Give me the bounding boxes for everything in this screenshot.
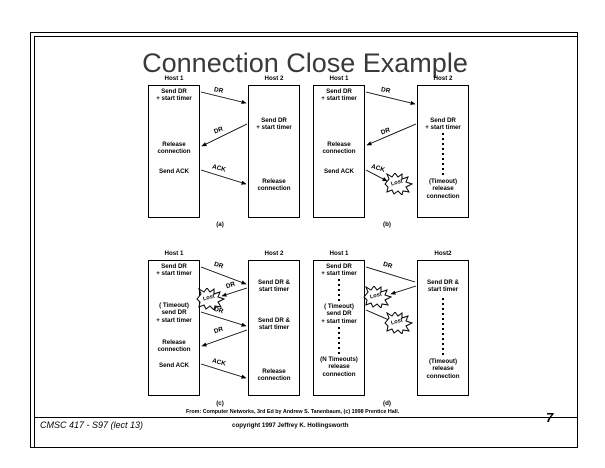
panel-d-host1-event-1: ( Timeout)send DR+ start timer: [321, 303, 357, 325]
panel-b-host1-event-2: Send ACK: [323, 168, 355, 175]
slide-frame-inner: [34, 36, 578, 448]
panel-b-host1-event-0: Send DR+ start timer: [321, 88, 357, 103]
panel-c-lost-burst: Lost: [195, 287, 226, 311]
panel-c-host2-box: [248, 260, 300, 396]
panel-b-host2-event-0: Send DR+ start timer: [425, 117, 461, 132]
panel-d-host1-timer-dots-1: [338, 327, 340, 354]
panel-a-host1-box: [148, 85, 200, 218]
panel-b-host2-label: Host 2: [433, 75, 453, 82]
panel-b-arrows: [365, 91, 417, 182]
panel-d-lost-burst-1: Lost: [383, 311, 414, 335]
panel-c-caption: (c): [216, 400, 224, 407]
panel-a-host1-event-2: Send ACK: [158, 168, 190, 175]
panel-d-host1-timer-dots-0: [338, 279, 340, 301]
panel-d-host1-event-0: Send DR+ start timer: [321, 263, 357, 278]
panel-c-host1-event-1: ( Timeout)send DR+ start timer: [156, 302, 192, 324]
panel-b-caption: (b): [383, 221, 391, 228]
panel-a-arrows: [200, 91, 248, 185]
panel-a-caption: (a): [216, 221, 224, 228]
panel-b-host2-timer-dots: [442, 133, 444, 176]
panel-d-host2-timer-dots: [442, 298, 444, 356]
panel-d-lost-burst-0: Lost: [362, 285, 393, 309]
panel-c: Host 1 Host 2 Send DR+ start timer ( Tim…: [140, 250, 305, 410]
panel-b-host1-box: [313, 85, 365, 218]
panel-c-host1-label: Host 1: [164, 250, 184, 257]
panel-d-host2-event-0: Send DR &start timer: [427, 279, 459, 294]
panel-c-host1-box: [148, 260, 200, 396]
panel-b-host1-label: Host 1: [329, 75, 349, 82]
footer-divider: [34, 417, 578, 418]
panel-d-arrows: [365, 266, 417, 321]
panel-a-host1-event-0: Send DR+ start timer: [156, 88, 192, 103]
footer-course-label: CMSC 417 - S97 (lect 13): [40, 420, 144, 430]
panel-b: Host 1 Host 2 Send DR+ start timer Relea…: [305, 75, 475, 230]
panel-d-host2-label: Host2: [434, 250, 452, 257]
panel-c-arrows: [200, 266, 248, 379]
panel-b-msg-0-label: DR: [380, 86, 391, 95]
page-number: 7: [546, 410, 554, 425]
panel-c-host1-event-0: Send DR+ start timer: [156, 263, 192, 278]
panel-d-caption: (d): [383, 400, 391, 407]
panel-a: Host 1 Host 2 Send DR+ start timer Relea…: [140, 75, 305, 230]
panel-b-lost-burst: Lost: [383, 172, 414, 196]
panel-c-host2-event-0: Send DR &start timer: [258, 279, 290, 294]
panel-a-msg-0-label: DR: [213, 86, 224, 95]
panel-d: Host 1 Host2 Send DR+ start timer ( Time…: [305, 250, 475, 410]
footer-copyright: copyright 1997 Jeffrey K. Hollingsworth: [232, 422, 349, 429]
panel-c-host2-event-1: Send DR &start timer: [258, 317, 290, 332]
panel-a-host2-event-0: Send DR+ start timer: [256, 117, 292, 132]
page-title: Connection Close Example: [142, 48, 468, 78]
panel-c-host2-label: Host 2: [264, 250, 284, 257]
source-attribution: From: Computer Networks, 3rd Ed by Andre…: [186, 409, 400, 415]
panel-a-host1-label: Host 1: [164, 75, 184, 82]
panel-a-host2-box: [248, 85, 300, 218]
panel-c-host1-event-3: Send ACK: [158, 362, 190, 369]
panel-a-host2-label: Host 2: [264, 75, 284, 82]
panel-d-host1-label: Host 1: [329, 250, 349, 257]
